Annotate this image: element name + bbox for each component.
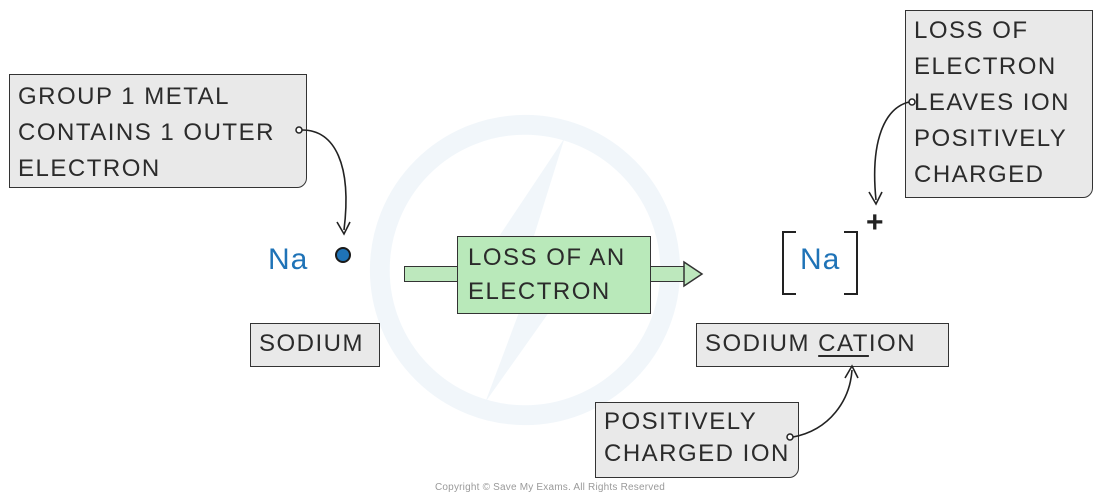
copyright-footer: Copyright © Save My Exams. All Rights Re…: [435, 482, 665, 493]
cation-name-underlined: CAT: [818, 330, 869, 357]
positive-ion-callout: POSITIVELY CHARGED ION: [595, 402, 799, 478]
reaction-label: LOSS OF AN ELECTRON: [457, 236, 651, 314]
connector-arrow-loss: [868, 98, 916, 206]
sodium-cation-label: SODIUM CATION: [696, 323, 949, 367]
positive-charge: +: [866, 206, 884, 239]
loss-callout: LOSS OF ELECTRON LEAVES ION POSITIVELY C…: [905, 10, 1093, 198]
sodium-symbol: Na: [268, 243, 309, 276]
connector-arrow-positive: [786, 364, 859, 441]
right-bracket: [844, 231, 858, 295]
ion-symbol: Na: [800, 243, 841, 276]
connector-arrow-group1: [295, 126, 351, 236]
outer-electron-icon: [335, 247, 351, 263]
sodium-label: SODIUM: [250, 323, 380, 367]
cation-name-prefix: SODIUM: [705, 330, 819, 357]
cation-name-suffix: ION: [868, 330, 917, 357]
left-bracket: [782, 231, 796, 295]
group1-callout: GROUP 1 METAL CONTAINS 1 OUTER ELECTRON: [9, 74, 307, 188]
